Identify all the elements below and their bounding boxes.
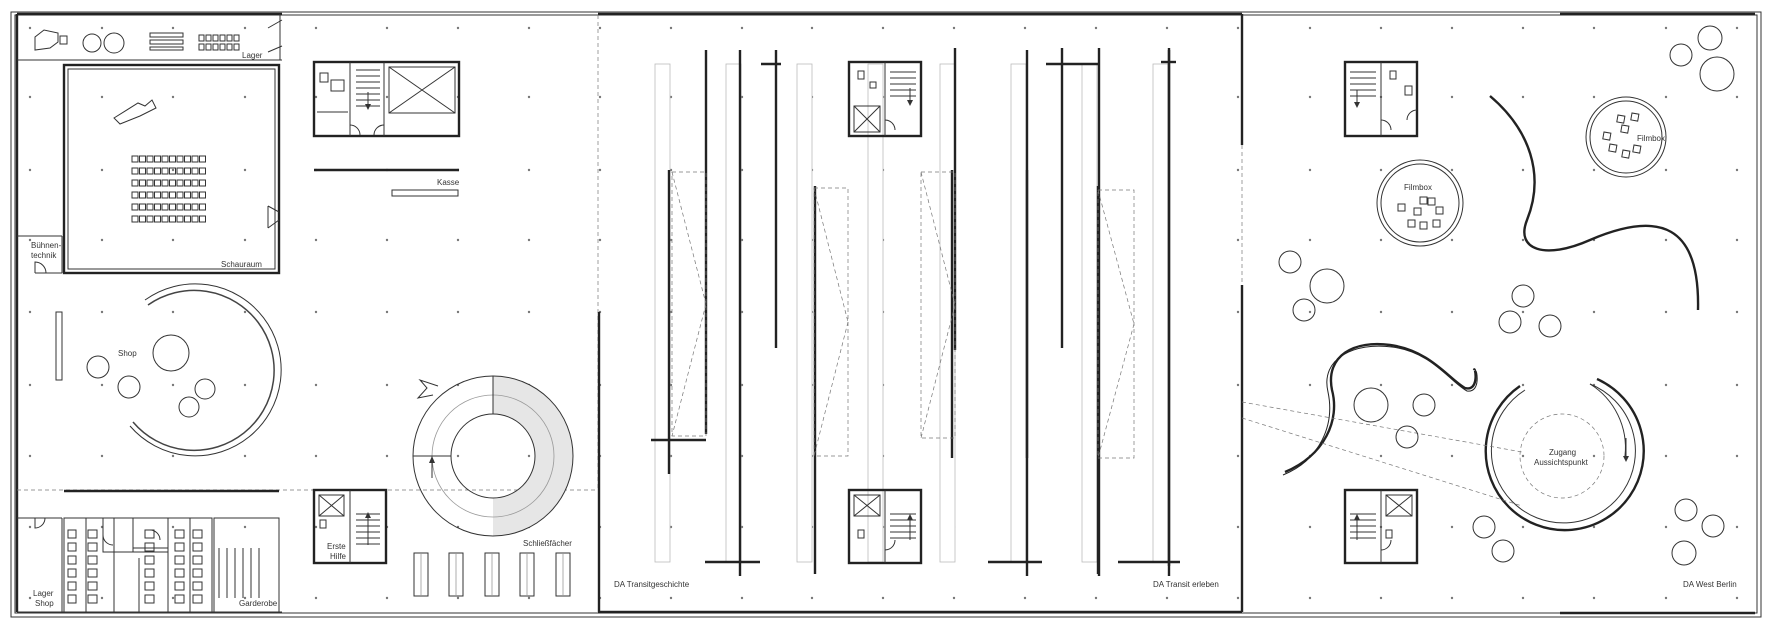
buehnentechnik-label-1: Bühnen- (31, 241, 62, 250)
da-transit-erleben-label: DA Transit erleben (1153, 580, 1219, 589)
kasse-label: Kasse (437, 178, 460, 187)
stair-core-hall-n (847, 60, 923, 138)
south-service-block: Lager Shop Garderobe (17, 489, 598, 613)
da-west-berlin-label: DA West Berlin (1683, 580, 1737, 589)
buehnentechnik-label-2: technik (31, 251, 57, 260)
lager-label: Lager (242, 51, 263, 60)
lager-shop-label-1: Lager (33, 589, 54, 598)
exhibition-hall: DA Transitgeschichte DA Transit erleben (597, 14, 1244, 612)
stair-core-e-s (1343, 488, 1419, 565)
filmbox-south: Filmbox (1376, 159, 1464, 247)
stair-core-nw (312, 60, 461, 138)
lockers: Schließfächer (413, 539, 572, 597)
zugang-label-1: Zugang (1549, 448, 1576, 457)
lager-shop-label-2: Shop (35, 599, 54, 608)
erste-hilfe-label-2: Hilfe (330, 552, 347, 561)
column-grid (28, 26, 1739, 600)
filmbox-north: Filmbox (1585, 96, 1667, 178)
aussichtspunkt: Zugang Aussichtspunkt (1241, 377, 1645, 532)
garderobe-label: Garderobe (239, 599, 278, 608)
stair-core-hall-s (847, 488, 923, 565)
filmbox-label-2: Filmbox (1404, 183, 1432, 192)
shop-label: Shop (118, 349, 137, 358)
erste-hilfe-label-1: Erste (327, 542, 346, 551)
schauraum-room: Schauraum (62, 63, 281, 275)
buehnentechnik-room: Bühnen- technik (17, 235, 63, 274)
shop-area: Shop (55, 283, 282, 457)
zugang-label-2: Aussichtspunkt (1534, 458, 1589, 467)
service-strip: Lager (17, 14, 283, 61)
stair-core-sw: Erste Hilfe (312, 488, 388, 565)
building-outline (10, 11, 1762, 618)
da-transitgeschichte-label: DA Transitgeschichte (614, 580, 690, 589)
display-columns (1278, 25, 1735, 566)
ramp-spiral (412, 375, 574, 537)
schauraum-label: Schauraum (221, 260, 262, 269)
stair-core-e-n (1343, 60, 1419, 138)
filmbox-label-1: Filmbox (1637, 134, 1665, 143)
kasse-counter: Kasse (314, 168, 460, 197)
curved-walls (1282, 95, 1700, 476)
schliessfaecher-label: Schließfächer (523, 539, 572, 548)
